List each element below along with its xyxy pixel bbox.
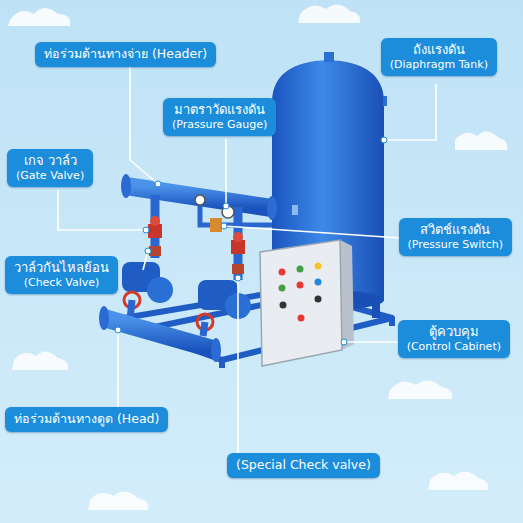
callout-box: ท่อร่วมด้านทางดูด (Head) xyxy=(5,407,168,432)
leader-dot xyxy=(221,223,227,229)
gate-valve xyxy=(231,240,245,254)
indicator-lamp xyxy=(279,269,286,276)
leader-line xyxy=(130,66,158,184)
pipe-flange xyxy=(99,306,109,330)
leader-line xyxy=(225,139,227,206)
callout-subtitle: (Prassure Gauge) xyxy=(172,118,267,132)
callout-subtitle: (Pressure Switch) xyxy=(408,238,503,252)
leader-line xyxy=(224,226,400,238)
callout-subtitle: (Check Valve) xyxy=(14,276,109,290)
pipe xyxy=(104,318,216,350)
callout-box: เกจ วาล์ว(Gate Valve) xyxy=(7,149,93,187)
leader-line xyxy=(384,84,436,140)
valve-handle xyxy=(150,216,160,226)
gate-valve xyxy=(148,224,162,238)
cloud xyxy=(388,380,452,399)
callout-subtitle: (Control Cabinet) xyxy=(407,340,501,354)
cabinet-front xyxy=(260,240,342,366)
cloud xyxy=(8,8,70,26)
leader-dot xyxy=(143,227,149,233)
check-valve xyxy=(232,264,244,274)
callout-title: (Special Check valve) xyxy=(236,456,371,474)
leader-line xyxy=(117,330,119,407)
tank-plate xyxy=(292,205,298,215)
callout-box: วาล์วกันไหลย้อน(Check Valve) xyxy=(5,256,118,294)
callout-box: ท่อร่วมด้านทางจ่าย (Header) xyxy=(35,42,216,67)
leader-line xyxy=(58,190,146,230)
leader-line xyxy=(237,278,239,453)
callout-box: ตู้ควบคุม(Control Cabinet) xyxy=(398,320,510,358)
indicator-lamp xyxy=(315,263,322,270)
pipe xyxy=(126,186,272,208)
callout-title: เกจ วาล์ว xyxy=(16,152,84,169)
pipe-flange xyxy=(267,196,277,220)
leader-dot xyxy=(155,181,161,187)
tank-nozzle xyxy=(324,52,334,62)
leader-dot xyxy=(341,339,347,345)
callout-box: สวิตช์แรงดัน(Pressure Switch) xyxy=(399,218,512,256)
callout-box: ถังแรงดัน(Diaphragm Tank) xyxy=(381,38,497,76)
riser-pipes xyxy=(155,195,272,280)
pressure-switch xyxy=(210,218,222,232)
callout-box: มาตราวัดแรงดัน(Prassure Gauge) xyxy=(163,98,276,136)
callout-title: มาตราวัดแรงดัน xyxy=(172,101,267,118)
control-cabinet xyxy=(260,240,354,366)
callout-title: สวิตช์แรงดัน xyxy=(408,221,503,238)
push-button xyxy=(298,315,305,322)
callout-title: ตู้ควบคุม xyxy=(407,323,501,340)
tank-dome xyxy=(272,60,384,100)
cloud xyxy=(88,491,148,510)
leader-dot xyxy=(223,203,229,209)
pressure-gauge xyxy=(195,195,205,205)
leader-dot xyxy=(381,137,387,143)
indicator-lamp xyxy=(297,282,304,289)
callout-title: วาล์วกันไหลย้อน xyxy=(14,259,109,276)
callout-title: ถังแรงดัน xyxy=(390,41,488,58)
callout-box: (Special Check valve) xyxy=(227,453,380,478)
selector-switch xyxy=(315,296,322,303)
cloud xyxy=(455,131,507,150)
leader-dots xyxy=(115,137,387,345)
indicator-lamp xyxy=(315,279,322,286)
valves xyxy=(148,195,245,274)
tank-nozzle xyxy=(383,96,387,106)
selector-switch xyxy=(280,302,287,309)
callout-title: ท่อร่วมด้านทางดูด (Head) xyxy=(14,410,159,428)
cloud xyxy=(12,351,68,370)
leader-dot xyxy=(235,275,241,281)
valve-handle xyxy=(233,232,243,242)
pipe-flange xyxy=(121,174,131,198)
indicator-lamp xyxy=(279,285,286,292)
cloud xyxy=(298,4,360,23)
pump-casing xyxy=(147,277,173,303)
leader-line xyxy=(344,341,402,343)
callout-subtitle: (Diaphragm Tank) xyxy=(390,58,488,72)
leader-dot xyxy=(115,327,121,333)
cloud xyxy=(428,471,488,490)
callout-subtitle: (Gate Valve) xyxy=(16,169,84,183)
callout-title: ท่อร่วมด้านทางจ่าย (Header) xyxy=(44,45,207,63)
pipe-flange xyxy=(211,338,221,362)
leader-dot xyxy=(145,248,151,254)
indicator-lamp xyxy=(297,266,304,273)
